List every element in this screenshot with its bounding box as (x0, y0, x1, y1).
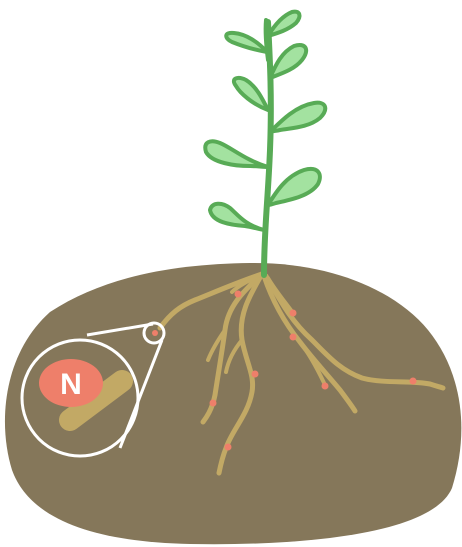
plant-stem (264, 20, 271, 275)
nodule (252, 371, 259, 378)
nodule (322, 383, 329, 390)
nodule (235, 291, 242, 298)
leaf (210, 204, 264, 230)
nitrogen-label: N (60, 368, 82, 401)
leaf (270, 103, 325, 132)
nodule (152, 330, 158, 336)
leaf (205, 141, 268, 167)
leaf (270, 45, 306, 78)
leaf (234, 78, 268, 110)
nodule (290, 310, 297, 317)
nodule (210, 400, 217, 407)
leaf (226, 33, 267, 52)
leaf (268, 169, 320, 205)
nodule (410, 378, 417, 385)
stem-tip (266, 20, 268, 60)
nodule (290, 334, 297, 341)
nodule (225, 444, 232, 451)
leaf (268, 12, 299, 36)
